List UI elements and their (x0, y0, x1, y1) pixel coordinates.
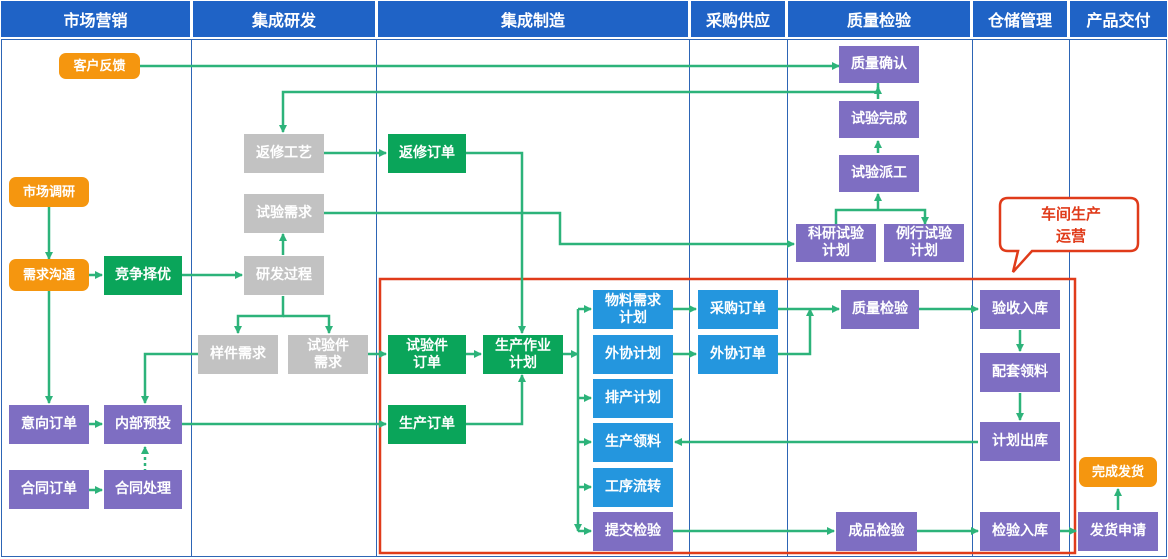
node-kit-picking[interactable]: 配套领料 (980, 353, 1060, 392)
node-material-requirement-plan[interactable]: 物料需求 计划 (593, 290, 673, 329)
node-contract-order[interactable]: 合同订单 (9, 470, 89, 509)
node-purchase-order[interactable]: 采购订单 (698, 290, 778, 329)
node-test-piece-requirement[interactable]: 试验件 需求 (288, 335, 368, 374)
node-contract-processing[interactable]: 合同处理 (104, 470, 182, 509)
node-sample-requirement[interactable]: 样件需求 (198, 335, 278, 374)
lane-header-manufacturing: 集成制造 (378, 1, 688, 37)
workshop-callout-bubble (998, 196, 1140, 273)
node-delivery-complete[interactable]: 完成发货 (1079, 457, 1157, 487)
node-test-piece-order[interactable]: 试验件 订单 (388, 335, 466, 374)
callout-line-2: 运营 (1055, 227, 1086, 245)
node-internal-prebid[interactable]: 内部预投 (104, 405, 182, 444)
node-test-requirement[interactable]: 试验需求 (244, 194, 324, 233)
node-shipping-request[interactable]: 发货申请 (1078, 512, 1158, 551)
node-rework-process[interactable]: 返修工艺 (244, 134, 324, 173)
node-quality-confirmation[interactable]: 质量确认 (839, 46, 919, 83)
node-research-test-plan[interactable]: 科研试验 计划 (796, 224, 876, 262)
node-production-picking[interactable]: 生产领料 (593, 423, 673, 462)
node-production-order[interactable]: 生产订单 (388, 405, 466, 444)
lane-header-quality: 质量检验 (788, 1, 970, 37)
node-rework-order[interactable]: 返修订单 (388, 134, 466, 173)
node-submit-inspection[interactable]: 提交检验 (593, 512, 673, 551)
lane-header-rd: 集成研发 (193, 1, 375, 37)
node-market-research[interactable]: 市场调研 (9, 177, 89, 207)
lane-header-procurement: 采购供应 (691, 1, 785, 37)
node-planned-outbound[interactable]: 计划出库 (980, 422, 1060, 461)
node-outsource-plan[interactable]: 外协计划 (593, 335, 673, 374)
node-acceptance-storage[interactable]: 验收入库 (980, 290, 1060, 329)
callout-line-1: 车间生产 (1040, 205, 1101, 223)
node-inspection-storage[interactable]: 检验入库 (980, 512, 1060, 551)
node-process-transfer[interactable]: 工序流转 (593, 468, 673, 507)
node-scheduling-plan[interactable]: 排产计划 (593, 379, 673, 418)
node-customer-feedback[interactable]: 客户反馈 (59, 53, 140, 79)
lane-header-marketing: 市场营销 (1, 1, 190, 37)
node-quality-inspection[interactable]: 质量检验 (841, 290, 919, 329)
node-outsource-order[interactable]: 外协订单 (698, 335, 778, 374)
node-intent-order[interactable]: 意向订单 (9, 405, 89, 444)
lane-header-warehouse: 仓储管理 (973, 1, 1067, 37)
node-production-plan[interactable]: 生产作业 计划 (483, 335, 563, 374)
node-test-complete[interactable]: 试验完成 (839, 101, 919, 138)
node-competitive-selection[interactable]: 竞争择优 (104, 256, 182, 295)
node-routine-test-plan[interactable]: 例行试验 计划 (884, 224, 964, 262)
node-finished-product-inspection[interactable]: 成品检验 (836, 512, 917, 551)
node-test-dispatch[interactable]: 试验派工 (839, 155, 919, 192)
lane-header-delivery: 产品交付 (1070, 1, 1167, 37)
workshop-operations-callout: 车间生产 运营 (1005, 203, 1137, 247)
node-requirement-communication[interactable]: 需求沟通 (9, 259, 89, 291)
workshop-operations-frame (378, 277, 1077, 555)
lane-delivery (1069, 39, 1167, 557)
node-rd-process[interactable]: 研发过程 (244, 256, 324, 295)
